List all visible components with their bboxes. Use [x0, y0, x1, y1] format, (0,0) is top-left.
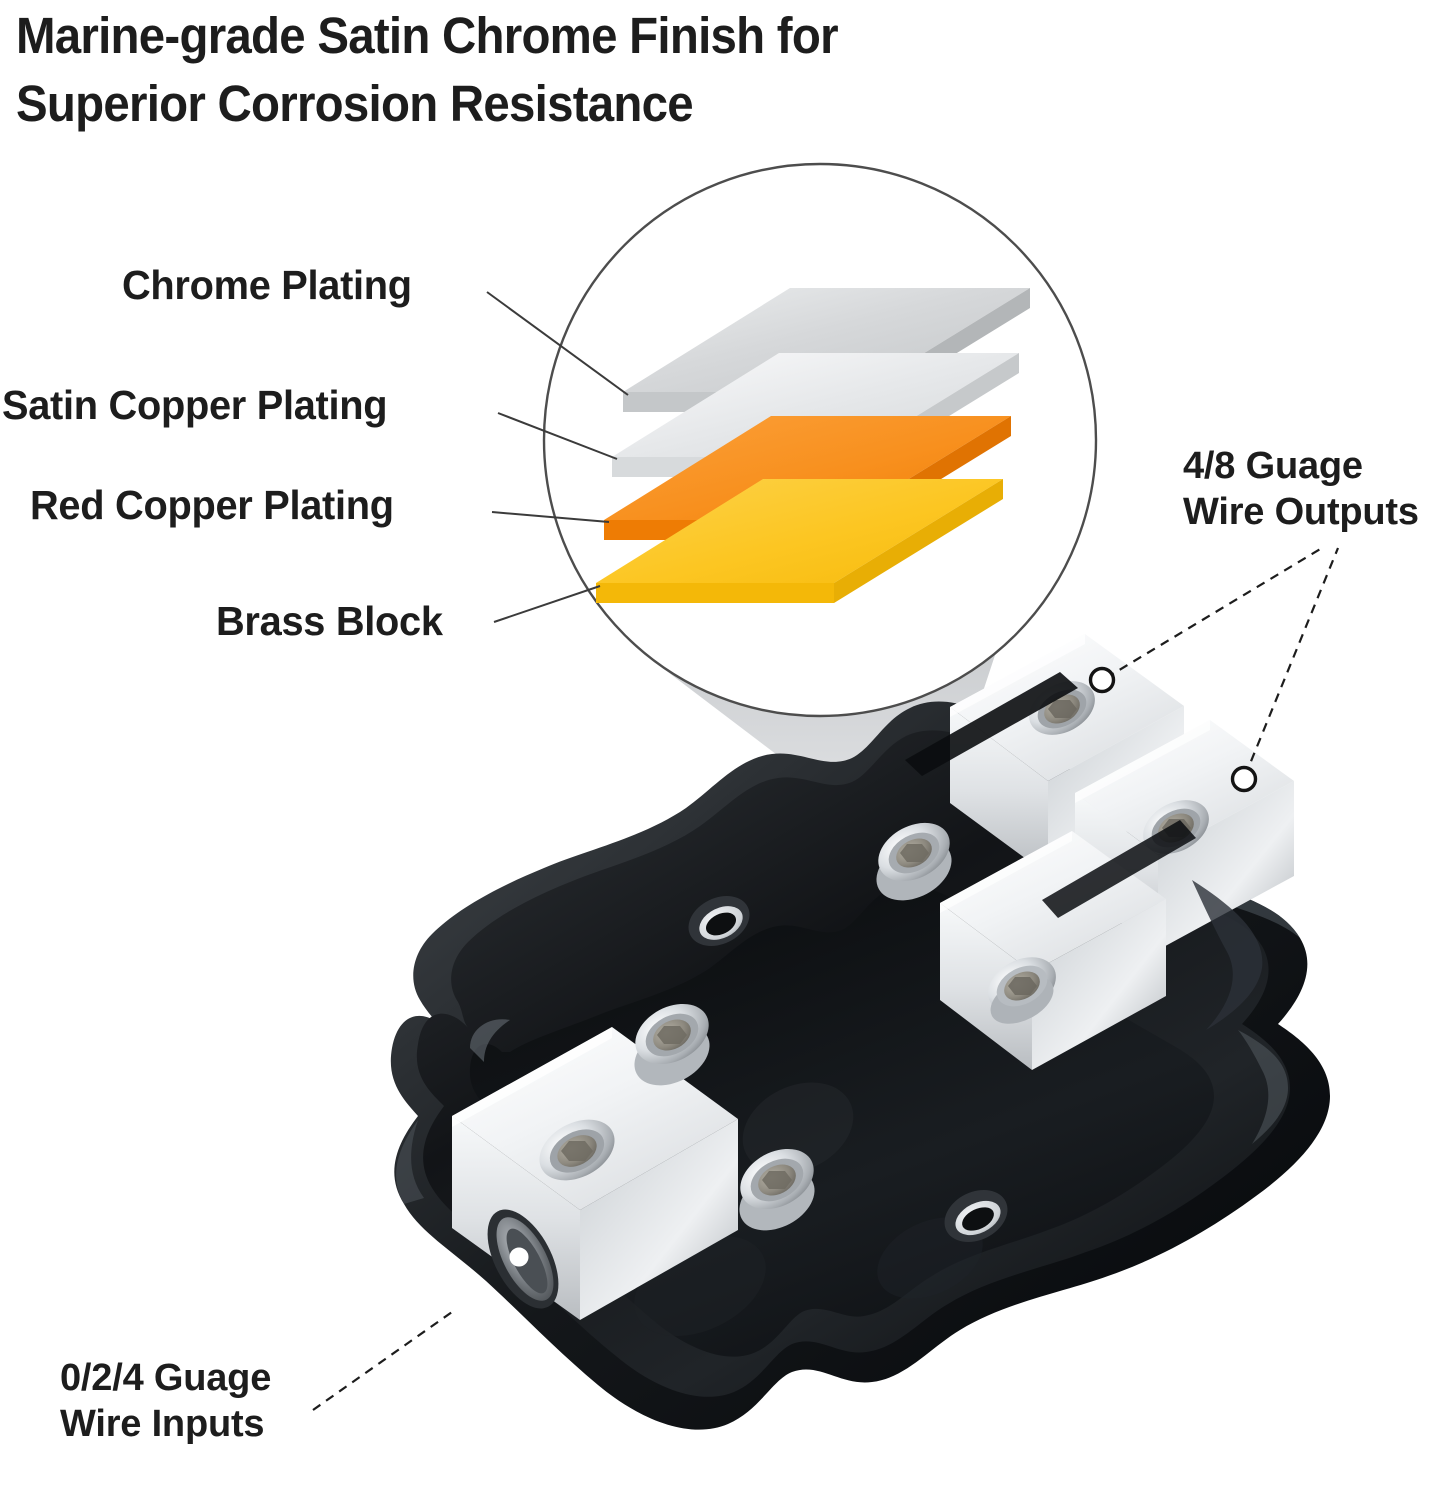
housing-highlight-3 [1112, 812, 1300, 938]
page-title-line2: Superior Corrosion Resistance [16, 75, 694, 132]
layer-brass-block [596, 479, 1003, 603]
divider-streak-1 [905, 672, 1078, 776]
callout-wire-inputs: 0/2/4 Guage Wire Inputs [60, 1355, 271, 1447]
leader-chrome-plating [486, 291, 629, 396]
mounting-hole-upper [688, 896, 750, 946]
callout-wire-inputs-line1: 0/2/4 Guage [60, 1357, 272, 1399]
marker-dot-input [509, 1247, 529, 1267]
callout-wire-inputs-line2: Wire Inputs [60, 1403, 265, 1445]
label-chrome-plating: Chrome Plating [122, 262, 412, 308]
mounting-hole-lower [944, 1190, 1008, 1242]
page-title: Marine-grade Satin Chrome Finish for Sup… [16, 2, 1179, 138]
hex-screw-input-upper [634, 1003, 710, 1086]
hex-screw-output-middle-1 [988, 957, 1056, 1024]
divider-streak-3 [1192, 880, 1263, 1030]
housing-highlight-4 [396, 1120, 424, 1204]
callout-lines-outputs [1105, 547, 1340, 777]
exploded-layers-magnifier [542, 162, 1098, 866]
callout-wire-outputs: 4/8 Guage Wire Outputs [1183, 443, 1419, 535]
marker-dot-output-upper [1088, 666, 1116, 694]
dashed-leader-output-right [1243, 547, 1340, 777]
hex-screw-input-right [739, 1148, 815, 1231]
leader-brass-block [493, 585, 601, 623]
callout-lines-inputs [312, 1311, 453, 1411]
callout-wire-outputs-line1: 4/8 Guage [1183, 445, 1363, 487]
power-distribution-block [390, 634, 1331, 1430]
page-title-line1: Marine-grade Satin Chrome Finish for [16, 7, 839, 64]
label-satin-copper-plating: Satin Copper Plating [2, 382, 388, 428]
hex-screw-input-center [539, 1119, 615, 1181]
terminal-output-block-right [1075, 720, 1294, 950]
dashed-leader-output-upper [1105, 547, 1323, 679]
leader-satin-copper-plating [497, 412, 618, 460]
label-red-copper-plating: Red Copper Plating [30, 482, 394, 528]
terminal-input-block [452, 1027, 738, 1320]
divider-streak-2 [1042, 820, 1196, 918]
dashed-leader-input [312, 1311, 453, 1411]
terminal-output-block-middle [940, 831, 1166, 1070]
housing-highlight-2 [1238, 1030, 1288, 1144]
callout-wire-outputs-line2: Wire Outputs [1183, 491, 1419, 533]
hex-screw-funnel-target [876, 822, 952, 901]
housing-highlight-1 [470, 1019, 510, 1062]
marker-dot-output-right [1230, 765, 1258, 793]
leader-red-copper-plating [491, 511, 610, 523]
label-brass-block: Brass Block [216, 598, 443, 644]
layer-leader-lines [486, 291, 629, 623]
housing-recess-shadow-1 [742, 1082, 854, 1174]
